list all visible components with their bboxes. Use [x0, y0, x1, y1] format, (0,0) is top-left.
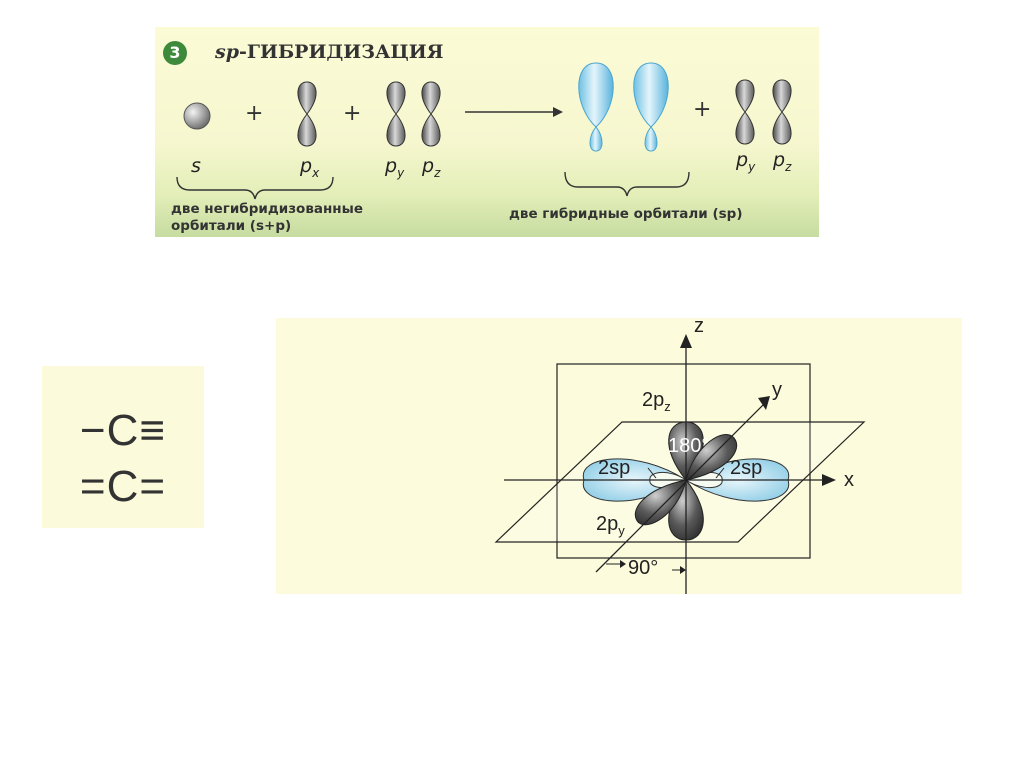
caption-unhybridized-line1: две негибридизованные: [171, 201, 363, 217]
formula-single-triple: −C≡: [79, 406, 167, 455]
plus-sign-2: +: [343, 101, 362, 126]
py-orbital-remaining: [735, 79, 755, 145]
py-orbital: [386, 81, 406, 147]
z-axis: [680, 334, 692, 594]
label-angle-90: 90°: [628, 557, 658, 579]
label-2sp-left: 2sp: [598, 457, 630, 479]
y-axis: [595, 396, 770, 573]
right-brace: [564, 171, 690, 197]
sp-hybridization-banner: 3 sp-ГИБРИДИЗАЦИЯ + + + s px py pz py pz…: [155, 27, 819, 237]
label-s: s: [191, 155, 201, 177]
label-py: py: [385, 155, 405, 180]
x-axis: [504, 474, 836, 486]
banner-orbitals-art: [176, 62, 792, 200]
transformation-arrow: [465, 107, 563, 117]
label-2pz: 2pz: [642, 389, 671, 414]
pz-orbital: [421, 81, 441, 147]
caption-unhybridized: две негибридизованные орбитали (s+p): [171, 201, 363, 235]
px-orbital: [297, 81, 317, 147]
pz-orbital-remaining: [772, 79, 792, 145]
label-py-right: py: [736, 149, 756, 174]
plus-sign-3: +: [693, 97, 712, 122]
orbital-diagram-svg: z y x 2pz 2py 2sp 2sp 180° 90°: [494, 318, 866, 594]
angle-180-arc-right: [715, 467, 725, 479]
carbon-bond-formula-box: −C≡ =C=: [42, 366, 204, 528]
sp-hybrid-orbital-1: [578, 62, 614, 152]
caption-unhybridized-line2: орбитали (s+p): [171, 218, 292, 234]
title-main-part: -ГИБРИДИЗАЦИЯ: [238, 41, 444, 63]
label-2py: 2py: [596, 513, 625, 538]
vertical-plane: [556, 363, 811, 559]
caption-hybrid: две гибридные орбитали (sp): [509, 206, 743, 222]
angle-180-arc-left: [647, 467, 657, 479]
left-brace: [176, 176, 334, 200]
plus-sign-1: +: [245, 101, 264, 126]
s-orbital-sphere: [183, 102, 211, 130]
formula-double-double: =C=: [79, 462, 167, 511]
label-pz-right: pz: [773, 149, 792, 174]
label-px: px: [300, 155, 320, 180]
title-italic-part: sp: [215, 41, 239, 63]
banner-title: sp-ГИБРИДИЗАЦИЯ: [215, 41, 444, 63]
sp-orbital-3d-diagram: z y x 2pz 2py 2sp 2sp 180° 90°: [276, 318, 962, 594]
label-axis-z: z: [694, 318, 704, 337]
2py-lobe-front: [634, 479, 687, 526]
label-pz: pz: [422, 155, 441, 180]
angle-90-marker: [606, 560, 686, 574]
label-axis-x: x: [844, 469, 854, 491]
label-2sp-right: 2sp: [730, 457, 762, 479]
sp-hybrid-orbital-2: [633, 62, 669, 152]
label-angle-180: 180°: [668, 435, 709, 457]
label-axis-y: y: [772, 379, 782, 401]
section-number-badge: 3: [163, 41, 187, 65]
